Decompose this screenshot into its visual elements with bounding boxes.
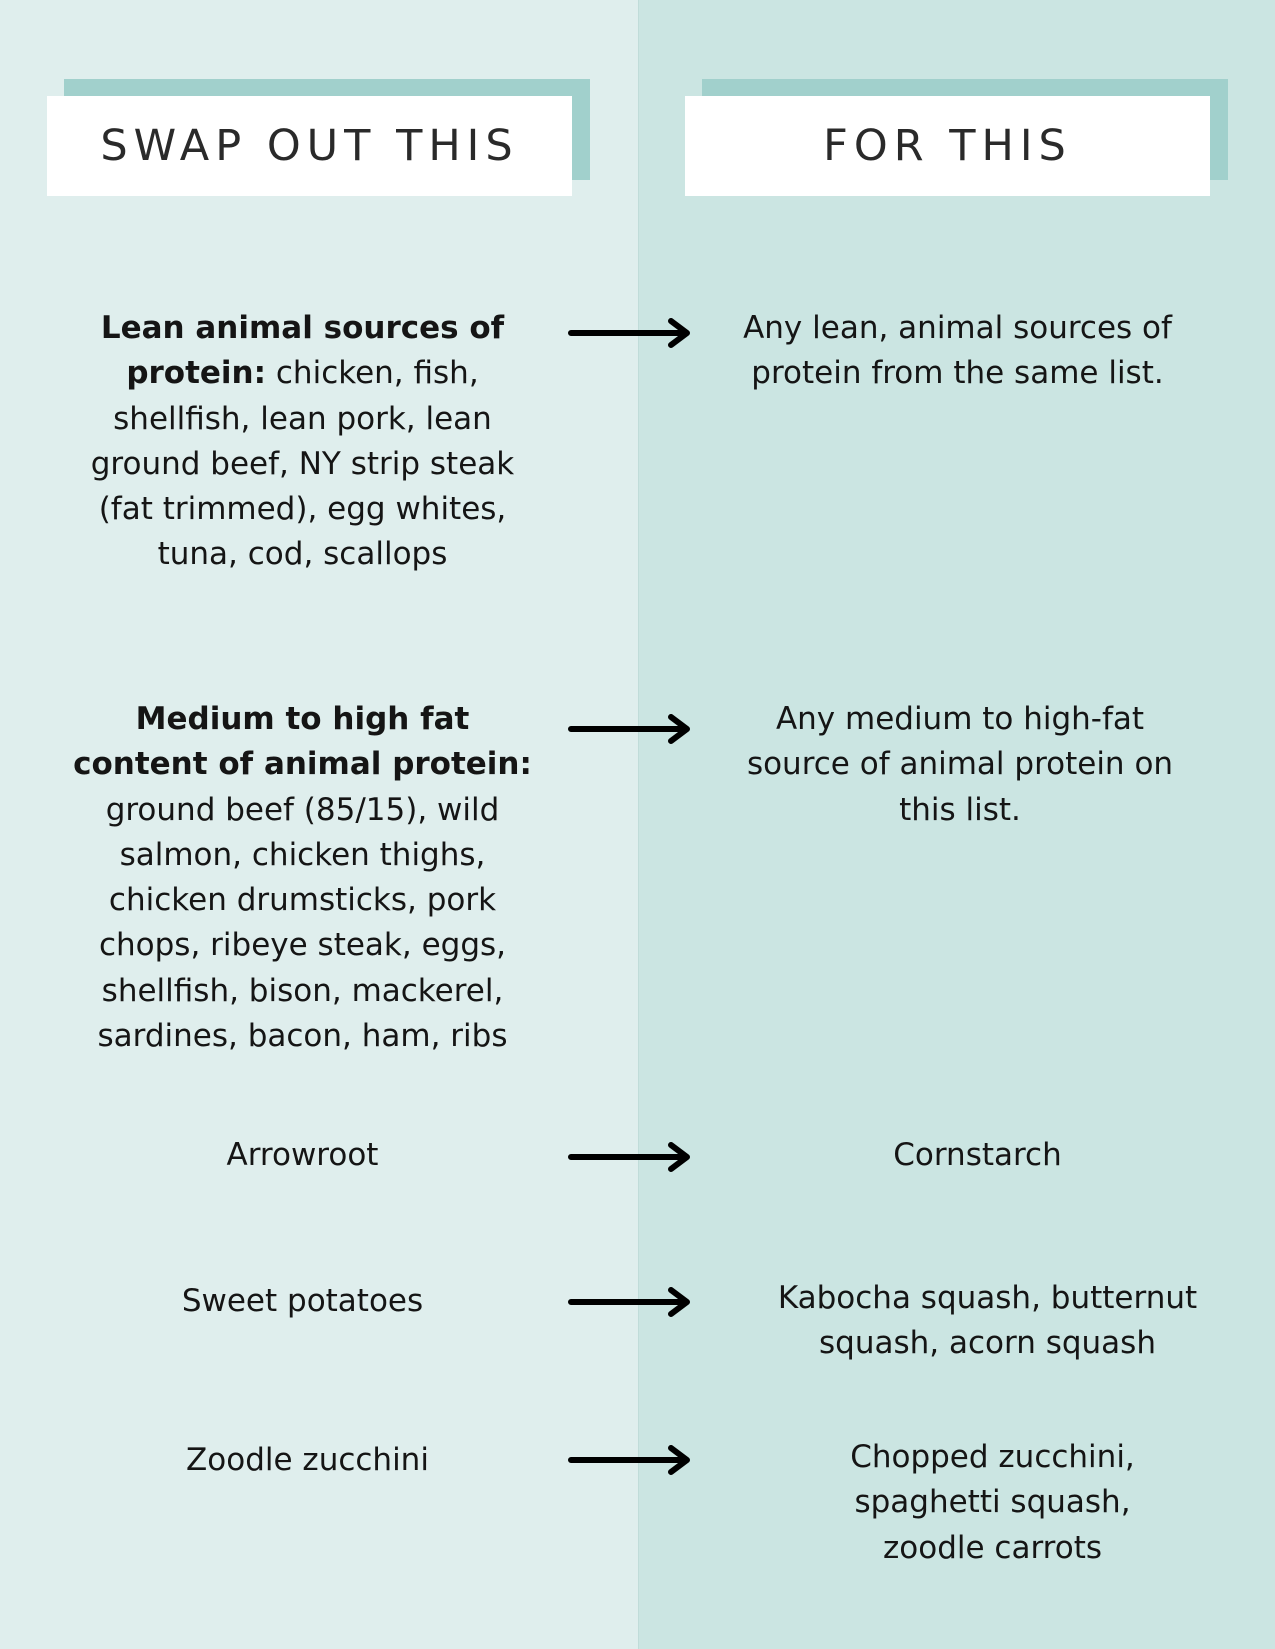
- swap-item-heading: Lean animal sources of protein:: [100, 310, 505, 392]
- swap-out-column: [0, 0, 638, 1649]
- for-item-squash: Kabocha squash, butternut squash, acorn …: [777, 1280, 1198, 1362]
- swap-item-high-fat-protein: Medium to high fat content of animal pro…: [70, 697, 535, 1059]
- for-item-zucchini-alternatives: Chopped zucchini, spaghetti squash, zood…: [850, 1439, 1135, 1566]
- left-header-box: SWAP OUT THIS: [47, 96, 572, 196]
- swap-item-sweet-potatoes: Sweet potatoes: [181, 1283, 424, 1319]
- arrow-right-icon: [568, 714, 690, 744]
- for-this-column: [638, 0, 1275, 1649]
- for-item-cornstarch: Cornstarch: [893, 1137, 1062, 1173]
- swap-item-arrowroot: Arrowroot: [226, 1137, 379, 1173]
- swap-item-text: ground beef (85/15), wild salmon, chicke…: [97, 791, 508, 1055]
- swap-item-heading: Medium to high fat content of animal pro…: [73, 701, 532, 783]
- swap-item-lean-protein: Lean animal sources of protein: chicken,…: [70, 306, 535, 578]
- arrow-right-icon: [568, 318, 690, 348]
- for-item-lean-protein: Any lean, animal sources of protein from…: [743, 310, 1172, 392]
- right-header-box: FOR THIS: [685, 96, 1210, 196]
- arrow-right-icon: [568, 1445, 690, 1475]
- for-item-high-fat-protein: Any medium to high-fat source of animal …: [746, 701, 1174, 828]
- arrow-right-icon: [568, 1142, 690, 1172]
- swap-item-text: chicken, fish, shellfish, lean pork, lea…: [90, 355, 515, 573]
- left-header-title: SWAP OUT THIS: [100, 121, 519, 171]
- swap-item-zoodle-zucchini: Zoodle zucchini: [186, 1442, 429, 1478]
- right-header-title: FOR THIS: [823, 121, 1072, 171]
- arrow-right-icon: [568, 1287, 690, 1317]
